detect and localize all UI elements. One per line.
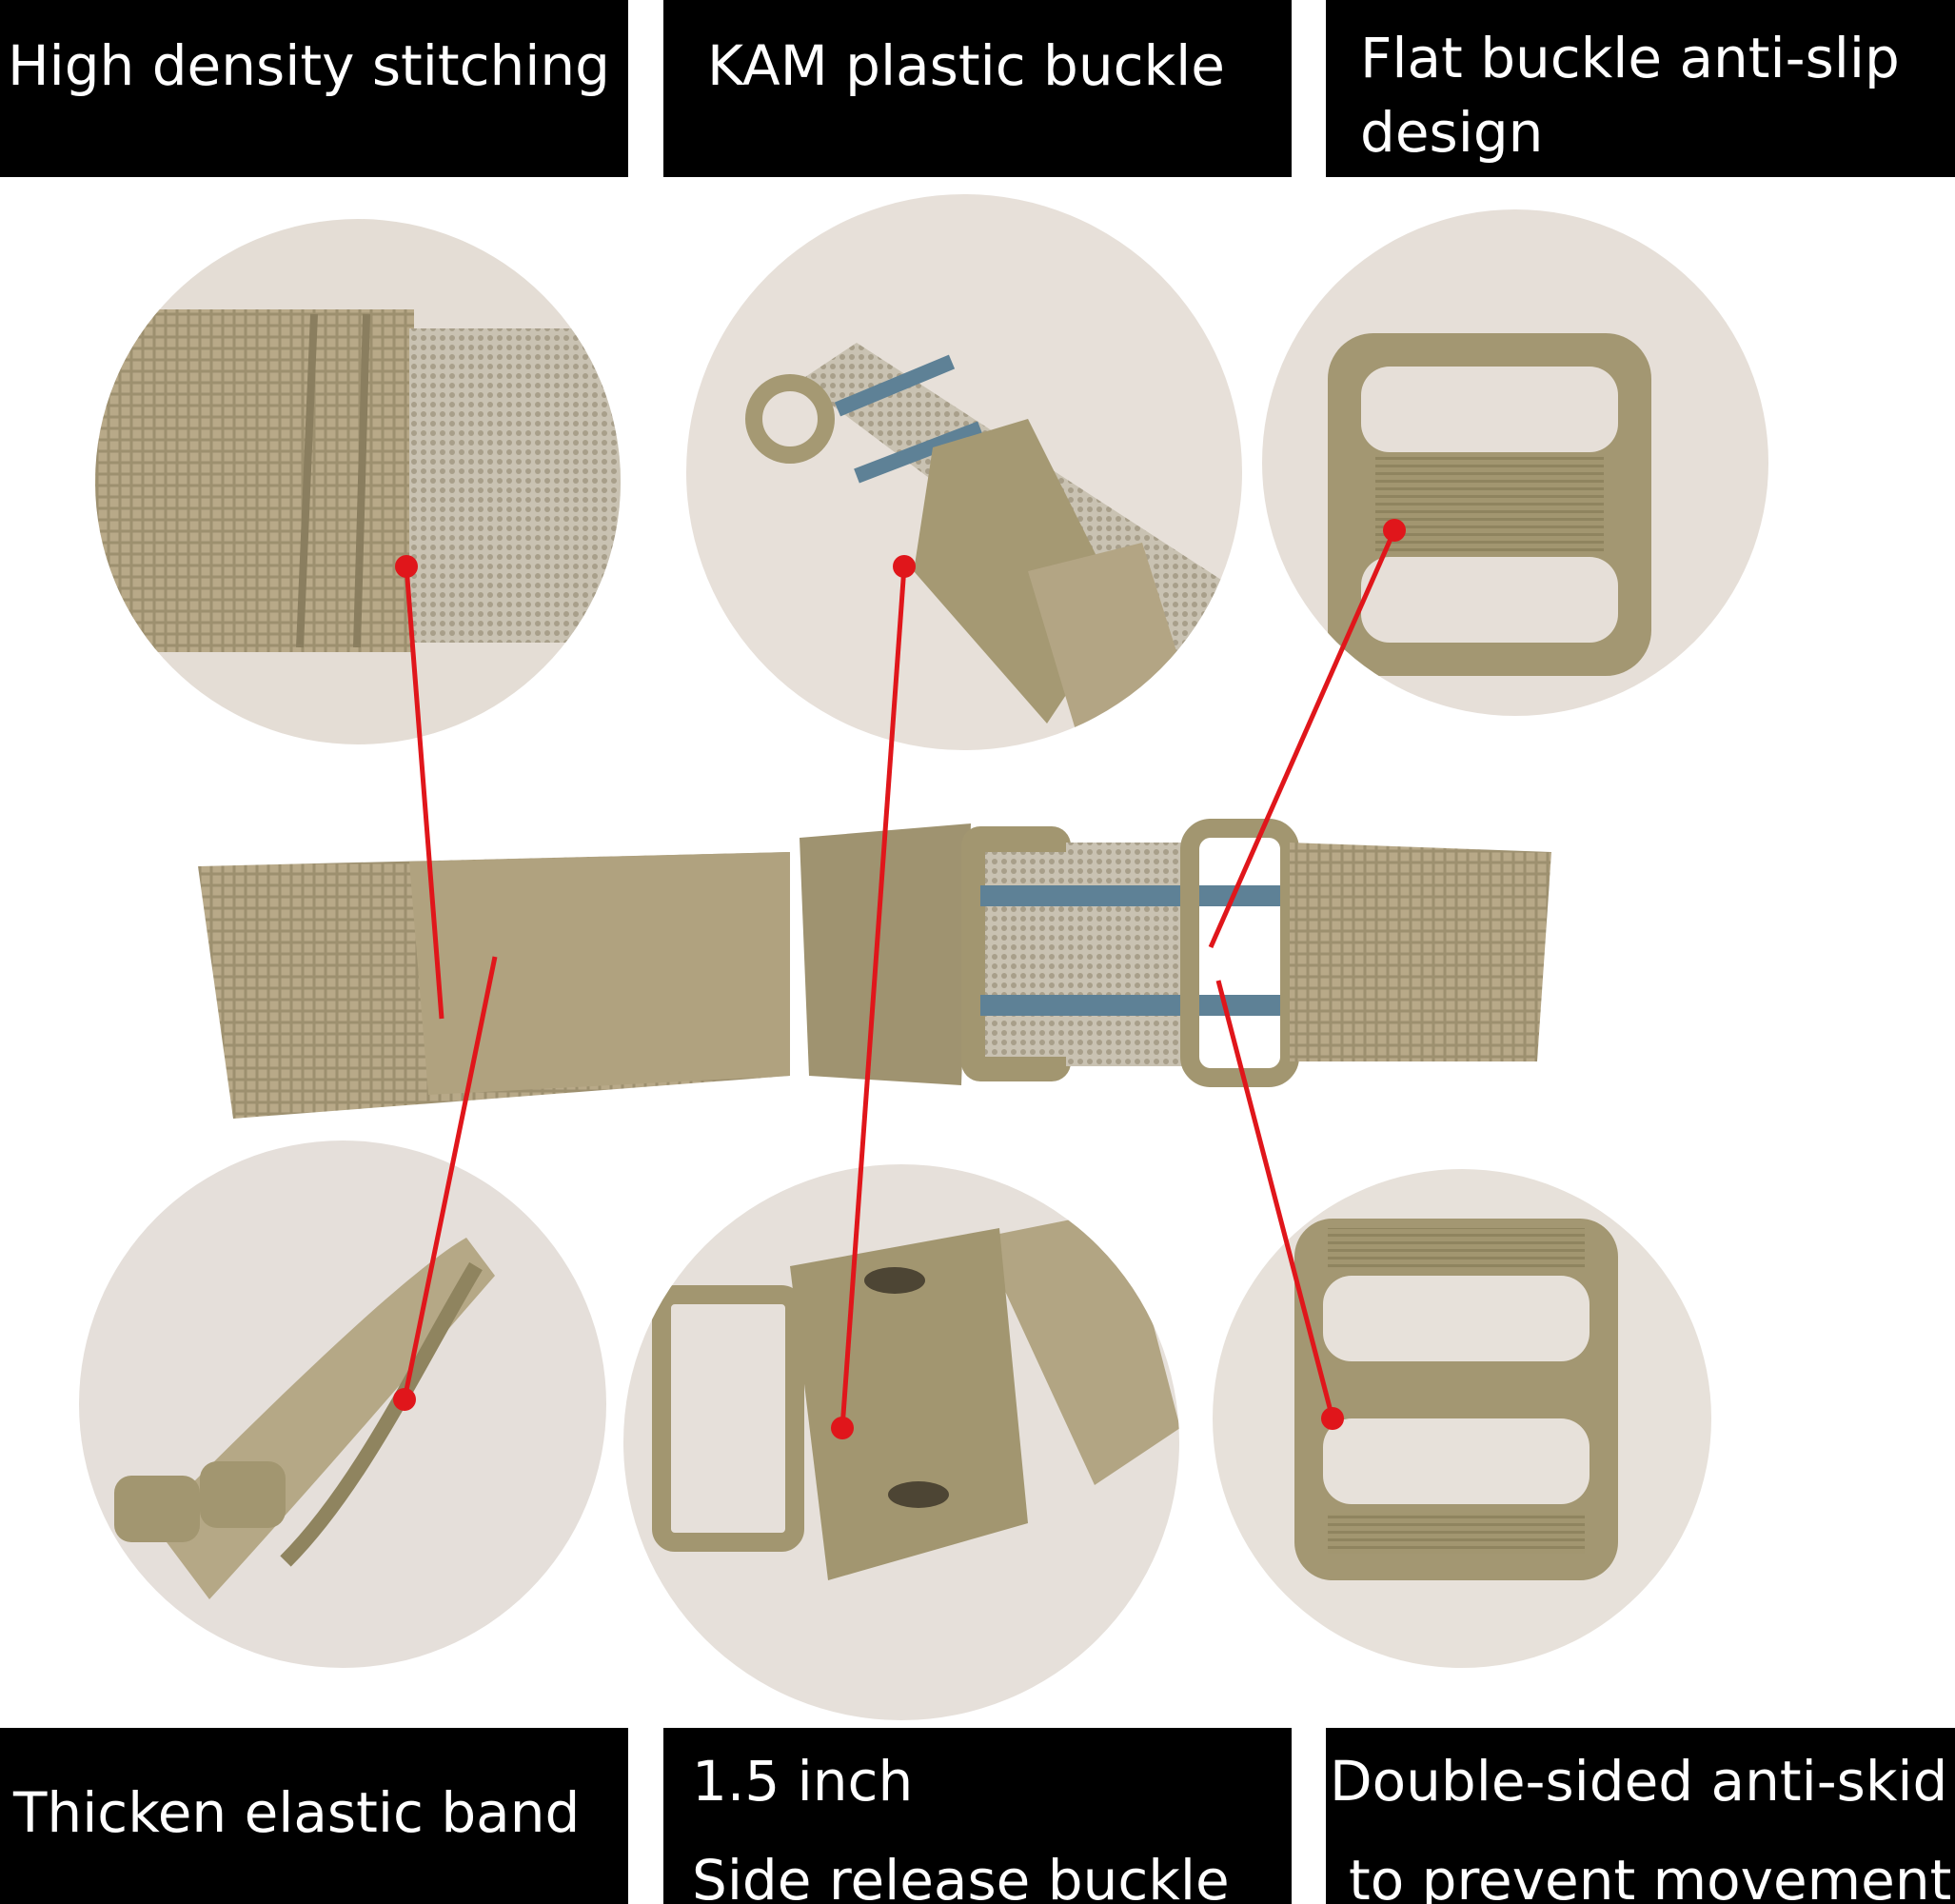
label-text-line-1: Flat buckle anti-slip — [1360, 26, 1900, 90]
pointer-lines — [393, 519, 1406, 1439]
label-text-line-2: Side release buckle — [692, 1848, 1230, 1904]
label-flat-buckle-anti-slip: Flat buckle anti-slip design — [1326, 0, 1955, 177]
label-text-line-1: 1.5 inch — [692, 1749, 914, 1814]
detail-circle-side-release — [623, 1164, 1179, 1720]
label-text: High density stitching — [8, 33, 610, 98]
label-kam-plastic-buckle: KAM plastic buckle — [663, 0, 1292, 177]
label-thicken-elastic-band: Thicken elastic band — [0, 1728, 628, 1904]
label-side-release-buckle: 1.5 inch Side release buckle — [663, 1728, 1292, 1904]
label-text: Thicken elastic band — [13, 1780, 581, 1845]
detail-circle-flat-buckle — [1262, 209, 1768, 716]
detail-circle-anti-skid — [1213, 1169, 1711, 1668]
label-high-density-stitching: High density stitching — [0, 0, 628, 177]
label-text-line-2: design — [1360, 100, 1544, 165]
detail-circle-elastic-band — [79, 1140, 606, 1668]
label-text: KAM plastic buckle — [707, 33, 1225, 98]
belt-main — [198, 819, 1551, 1119]
detail-circle-stitching — [95, 219, 621, 744]
detail-circle-kam-buckle — [686, 194, 1242, 750]
label-text-line-1: Double-sided anti-skid — [1330, 1749, 1948, 1814]
label-double-sided-anti-skid: Double-sided anti-skid to prevent moveme… — [1326, 1728, 1955, 1904]
label-text-line-2: to prevent movement — [1349, 1848, 1952, 1904]
